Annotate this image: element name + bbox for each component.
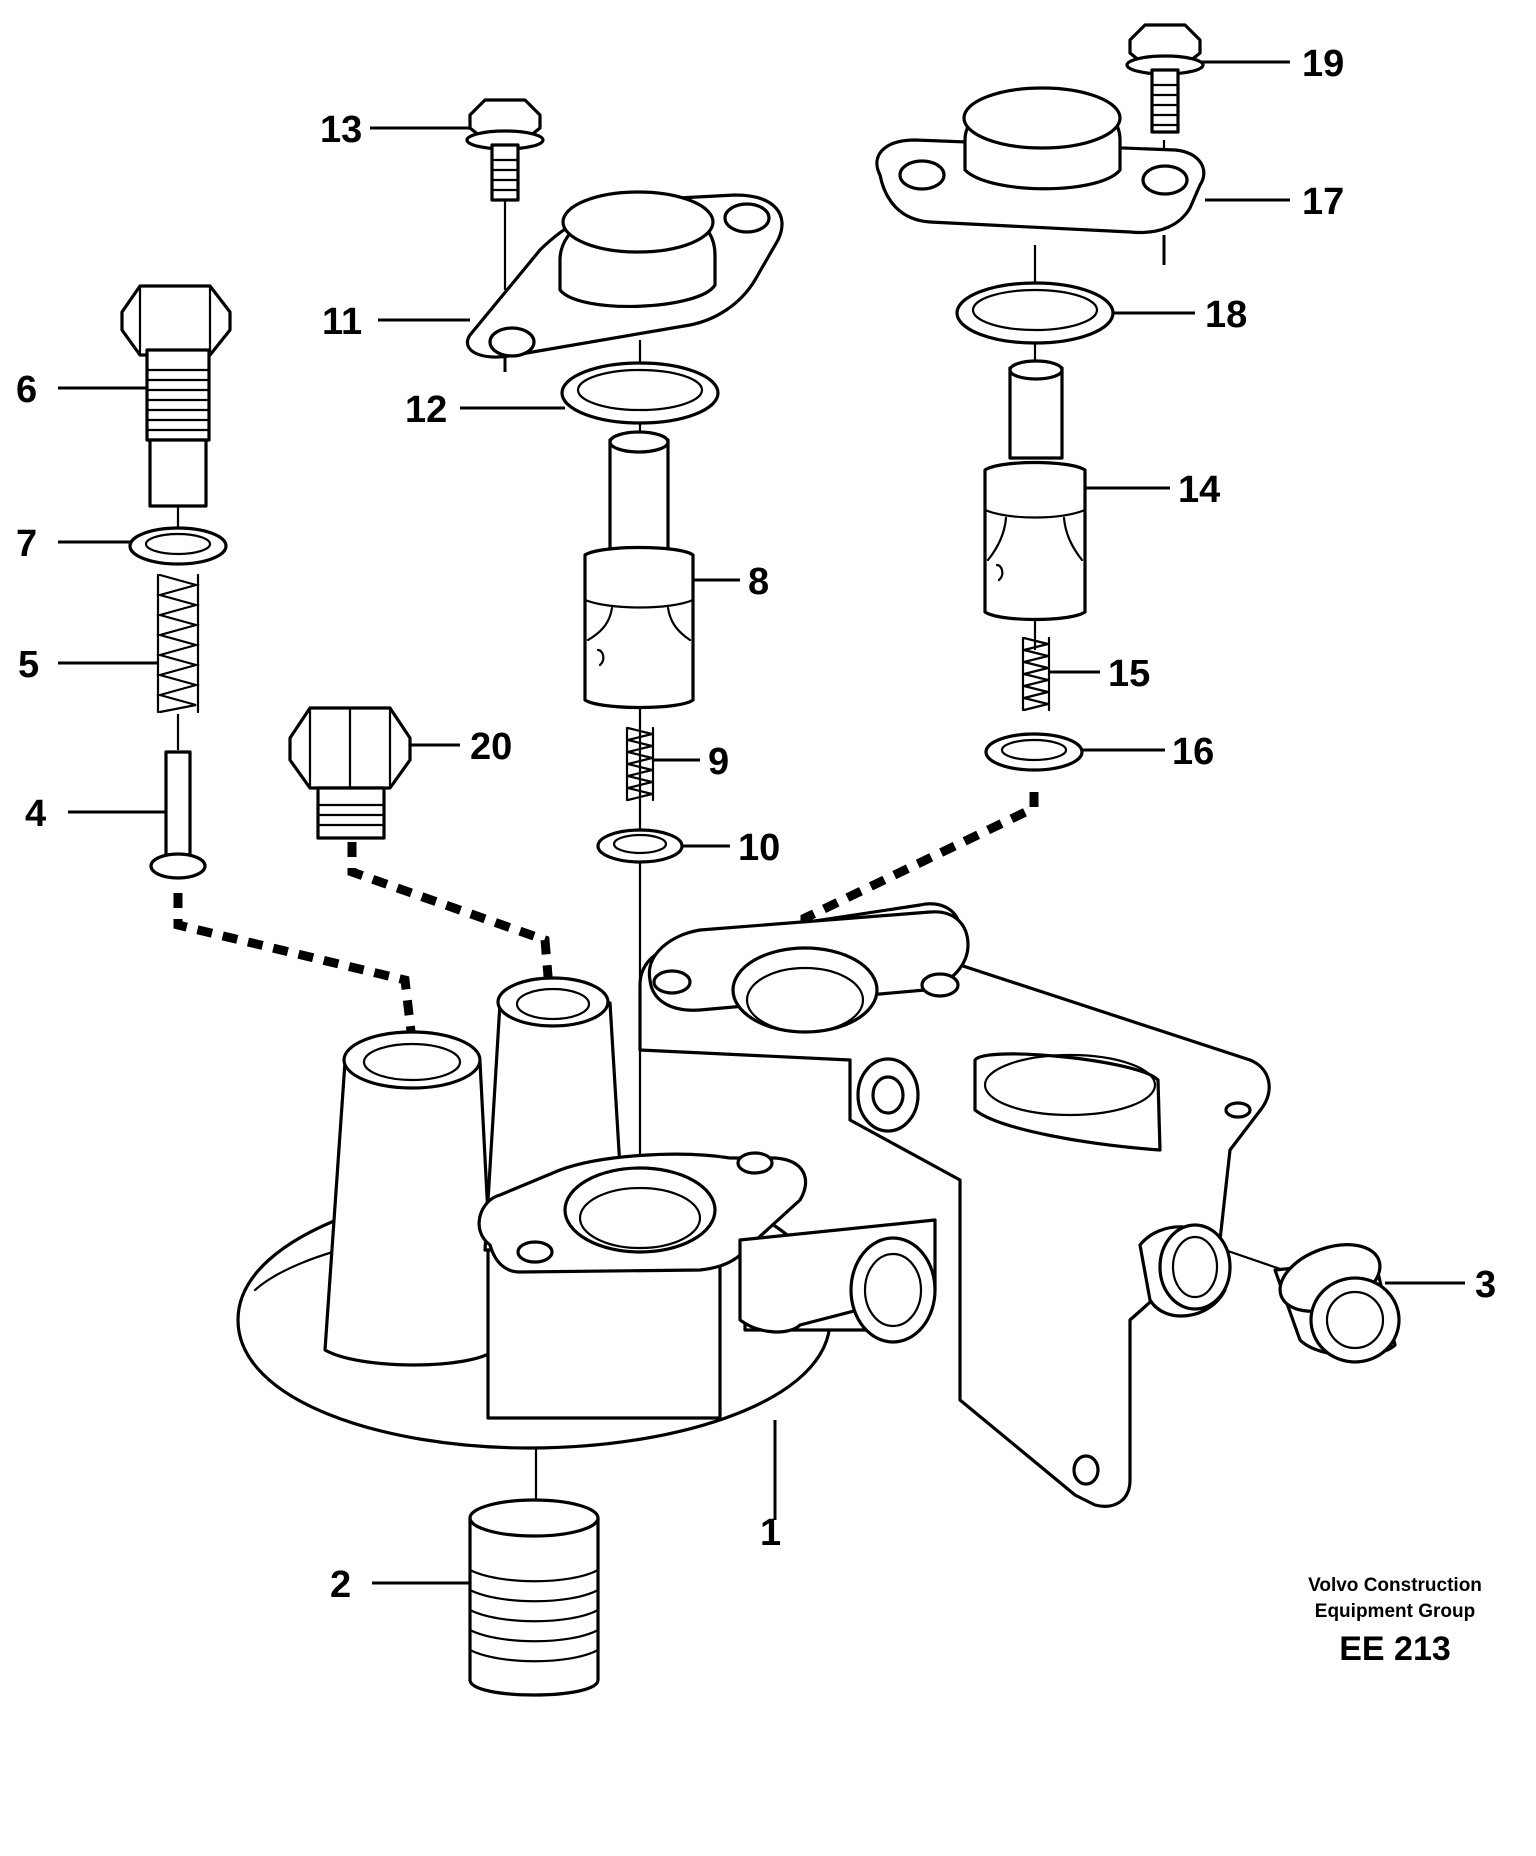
spring-part-15 [1021,636,1051,712]
callout-11: 11 [322,301,362,343]
callout-4: 4 [25,793,46,835]
callout-18: 18 [1205,294,1247,336]
callout-15: 15 [1108,653,1150,695]
callout-7: 7 [16,523,37,565]
screw-part-19 [1125,23,1205,134]
callout-3: 3 [1475,1264,1496,1306]
callout-12: 12 [405,389,447,431]
callout-8: 8 [748,561,769,603]
assembly-guide-lines [173,792,1039,1041]
spring-part-5 [155,573,201,714]
seal-ring-part-18 [955,281,1115,345]
screw-part-13 [465,98,545,202]
plug-part-20 [288,706,412,840]
spring-part-9 [625,726,655,802]
callout-16: 16 [1172,731,1214,773]
company-name-line-2: Equipment Group [1315,1601,1475,1622]
housing-part-1 [236,902,1271,1508]
callout-17: 17 [1302,181,1344,223]
filter-part-2 [468,1498,600,1697]
callout-6: 6 [16,369,37,411]
company-name-line-1: Volvo Construction [1308,1575,1482,1596]
seal-ring-part-12 [560,361,720,425]
callout-14: 14 [1178,469,1220,511]
sleeve-part-3 [1273,1243,1401,1364]
washer-part-10 [596,828,684,864]
figure-code: EE 213 [1339,1630,1451,1668]
cover-part-11 [466,190,784,359]
pin-part-4 [149,750,207,880]
valve-part-8 [583,430,695,710]
callout-2: 2 [330,1564,351,1606]
callout-9: 9 [708,741,729,783]
washer-part-7 [128,526,228,566]
callout-labels: 1 2 3 4 5 6 7 8 9 10 11 12 13 14 15 16 1… [16,43,1496,1606]
callout-1: 1 [760,1512,781,1554]
valve-part-14 [983,359,1087,622]
callout-leaders [58,60,1465,1585]
callout-20: 20 [470,726,512,768]
plug-part-6 [120,284,232,508]
callout-5: 5 [18,644,39,686]
callout-19: 19 [1302,43,1344,85]
cover-part-17 [875,86,1206,235]
washer-part-16 [984,732,1084,772]
footer-credit: Volvo Construction Equipment Group EE 21… [1308,1575,1482,1668]
callout-10: 10 [738,827,780,869]
callout-13: 13 [320,109,362,151]
